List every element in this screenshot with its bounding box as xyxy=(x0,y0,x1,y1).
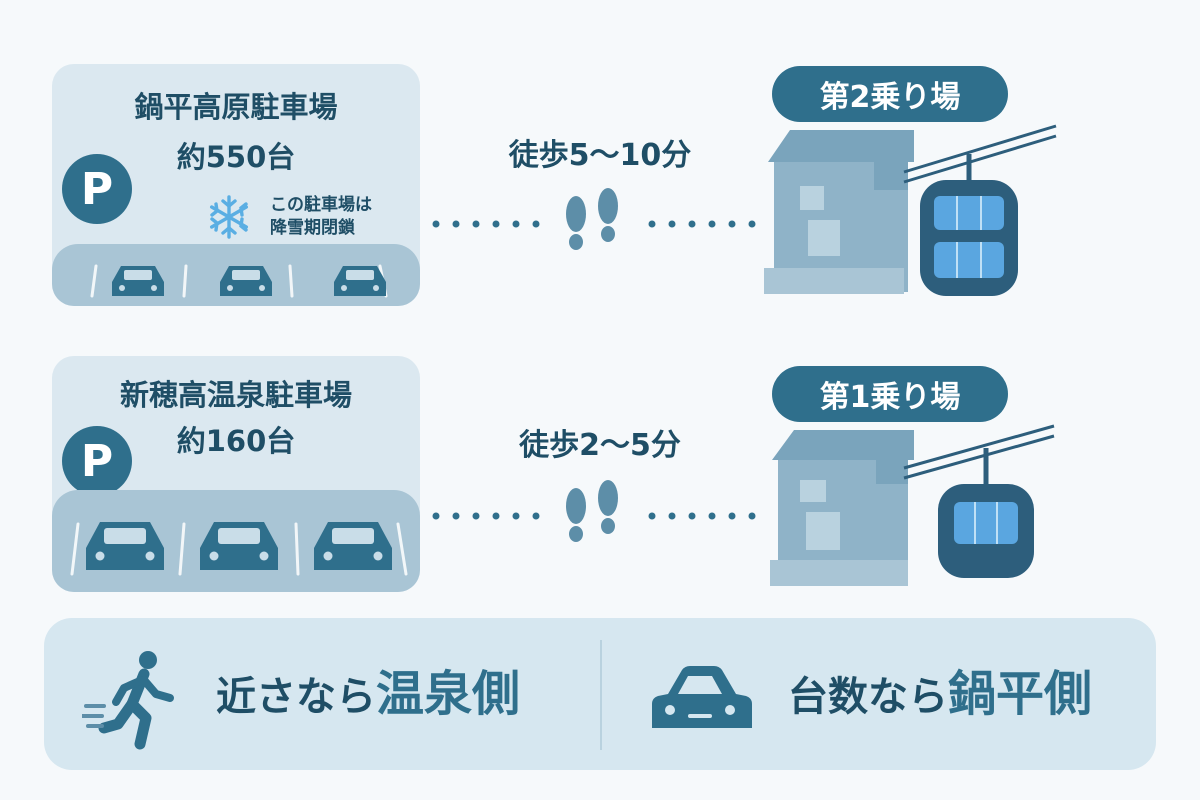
summary-left-emphasis: 温泉側 xyxy=(376,666,521,722)
parked-car-icon xyxy=(86,522,164,570)
summary-divider xyxy=(600,640,602,750)
parked-car-icon xyxy=(220,266,272,296)
summary-right-text: 台数なら鍋平側 xyxy=(788,668,1092,723)
parked-car-icon xyxy=(314,522,392,570)
walk-time-label: 徒歩2〜5分 xyxy=(519,428,681,463)
parked-car-icon xyxy=(334,266,386,296)
lot-capacity: 約160台 xyxy=(176,424,296,458)
snowflake-icon xyxy=(209,195,248,239)
lot-card-nabedaira: 鍋平高原駐車場 約550台 P この駐車場は 降雪期閉鎖 xyxy=(52,64,420,306)
summary-left-text: 近さなら温泉側 xyxy=(216,668,520,723)
station-2-label: 第2乗り場 xyxy=(772,66,1008,122)
station-1-label: 第1乗り場 xyxy=(772,366,1008,422)
parking-spaces xyxy=(70,522,408,576)
walk-time-label: 徒歩5〜10分 xyxy=(508,138,692,173)
car-icon xyxy=(652,666,752,728)
parking-icon: P xyxy=(62,154,132,224)
walk-path xyxy=(432,480,756,542)
lot-card-shinhotaka: 新穂高温泉駐車場 約160台 P xyxy=(52,356,420,592)
closure-note-line: この駐車場は xyxy=(270,195,372,215)
lot-name: 新穂高温泉駐車場 xyxy=(119,378,352,412)
lot-name: 鍋平高原駐車場 xyxy=(134,90,338,124)
gondola-icon xyxy=(938,484,1034,578)
summary-right-emphasis: 鍋平側 xyxy=(948,666,1093,722)
summary-right-prefix: 台数なら xyxy=(788,674,948,720)
closure-note-line: 降雪期閉鎖 xyxy=(270,218,355,238)
walk-path xyxy=(432,188,756,250)
parking-icon: P xyxy=(62,426,132,496)
closure-note: この駐車場は 降雪期閉鎖 xyxy=(270,194,372,240)
ropeway-station-1-icon xyxy=(770,424,1055,586)
gondola-icon xyxy=(920,180,1018,296)
footprints-icon xyxy=(566,188,618,250)
ropeway-station-2-icon xyxy=(764,124,1057,296)
footprints-icon xyxy=(566,480,618,542)
parked-car-icon xyxy=(112,266,164,296)
summary-left-prefix: 近さなら xyxy=(216,674,376,720)
running-person-icon xyxy=(82,651,174,750)
lot-capacity: 約550台 xyxy=(176,140,296,174)
parked-car-icon xyxy=(200,522,278,570)
summary-panel: 近さなら温泉側 台数なら鍋平側 xyxy=(44,618,1156,770)
parking-spaces xyxy=(90,264,388,298)
